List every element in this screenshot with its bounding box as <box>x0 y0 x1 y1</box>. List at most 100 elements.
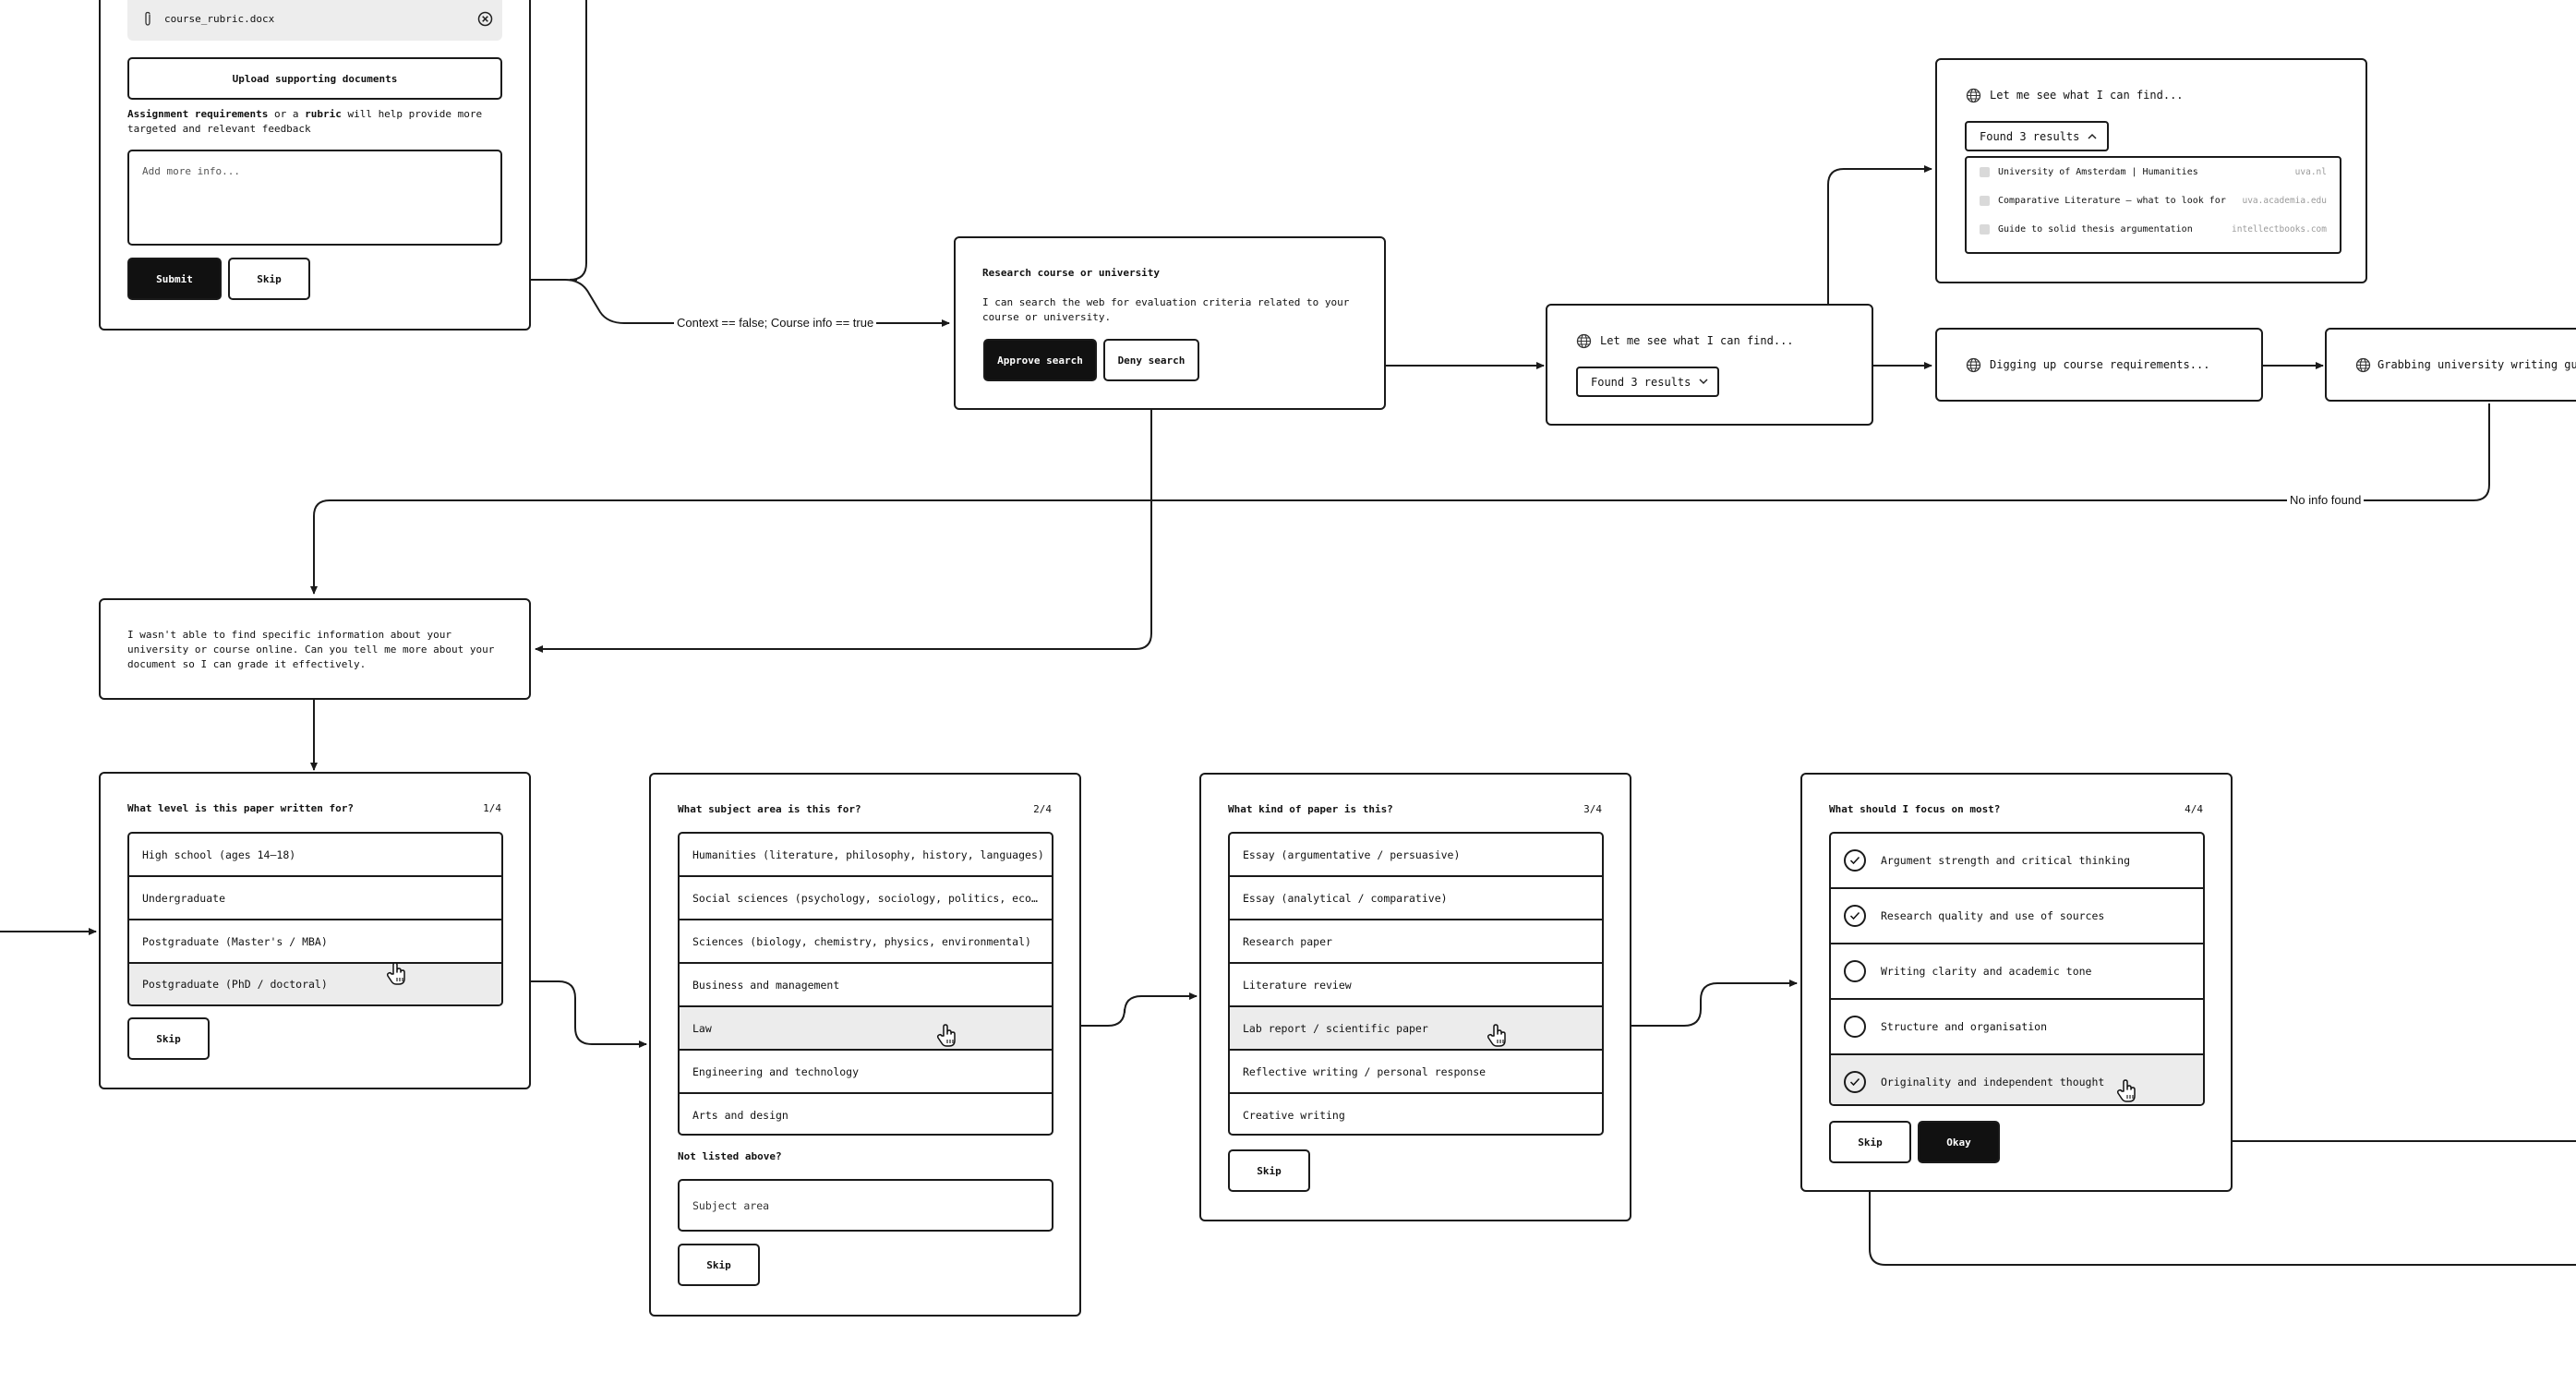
checkbox-unchecked[interactable] <box>1844 1016 1866 1038</box>
focus-option-label: Structure and organisation <box>1881 1020 2048 1033</box>
option-creative[interactable]: Creative writing <box>1243 1108 1345 1122</box>
paperclip-icon <box>145 11 150 26</box>
submit-button[interactable]: Submit <box>127 258 222 300</box>
skip-button[interactable]: Skip <box>127 1017 210 1060</box>
result-title: Guide to solid thesis argumentation <box>1998 224 2193 235</box>
check-icon <box>1849 1077 1860 1086</box>
file-chip: course_rubric.docx <box>127 0 502 41</box>
result-favicon <box>1980 167 1990 177</box>
skip-button[interactable]: Skip <box>678 1244 760 1286</box>
search-expanded-card: Let me see what I can find... Found 3 re… <box>1935 58 2367 283</box>
focus-options: Argument strength and critical thinking … <box>1829 832 2205 1106</box>
subject-area-input[interactable]: Subject area <box>678 1179 1053 1232</box>
okay-button[interactable]: Okay <box>1918 1121 2000 1163</box>
option-arts[interactable]: Arts and design <box>692 1108 788 1122</box>
upload-documents-button[interactable]: Upload supporting documents <box>127 57 502 100</box>
option-masters[interactable]: Postgraduate (Master's / MBA) <box>129 920 501 964</box>
option-phd[interactable]: Postgraduate (PhD / doctoral) <box>129 964 501 1004</box>
checkbox-checked[interactable] <box>1844 1070 1866 1093</box>
research-body: I can search the web for evaluation crit… <box>982 296 1350 323</box>
edge-grabbing-no-info <box>310 403 2490 595</box>
focus-option[interactable]: Writing clarity and academic tone <box>1831 944 2203 1000</box>
result-title: Comparative Literature — what to look fo… <box>1998 196 2226 206</box>
option-undergraduate[interactable]: Undergraduate <box>129 877 501 920</box>
option-literature-review[interactable]: Literature review <box>1230 964 1602 1007</box>
found-results-label: Found 3 results <box>1591 375 1691 389</box>
option-engineering[interactable]: Engineering and technology <box>680 1051 1052 1094</box>
more-info-textarea[interactable]: Add more info... <box>127 150 502 246</box>
hint-connector: or a <box>268 108 306 120</box>
skip-button[interactable]: Skip <box>1228 1149 1310 1192</box>
skip-button[interactable]: Skip <box>1829 1121 1911 1163</box>
hand-pointer-icon <box>2116 1079 2136 1102</box>
step-indicator: 4/4 <box>2185 803 2203 815</box>
focus-option[interactable]: Research quality and use of sources <box>1831 889 2203 944</box>
paper-options: Essay (argumentative / persuasive) Essay… <box>1228 832 1604 1136</box>
hint-rest: will help provide more targeted and rele… <box>127 108 483 135</box>
search-result[interactable]: University of Amsterdam | Humanities uva… <box>1980 167 2327 177</box>
option-sciences[interactable]: Sciences (biology, chemistry, physics, e… <box>680 920 1052 964</box>
not-listed-label: Not listed above? <box>678 1150 782 1162</box>
globe-icon <box>1966 357 1981 373</box>
not-found-message: I wasn't able to find specific informati… <box>127 629 495 670</box>
focus-option-label: Argument strength and critical thinking <box>1881 854 2131 867</box>
checkbox-checked[interactable] <box>1844 905 1866 927</box>
focus-option[interactable]: Argument strength and critical thinking <box>1831 834 2203 889</box>
option-humanities[interactable]: Humanities (literature, philosophy, hist… <box>680 834 1052 877</box>
focus-option[interactable]: Structure and organisation <box>1831 1000 2203 1055</box>
check-icon <box>1849 911 1860 920</box>
focus-option[interactable]: Originality and independent thought <box>1831 1055 2203 1104</box>
approve-search-button[interactable]: Approve search <box>983 339 1097 381</box>
option-high-school[interactable]: High school (ages 14–18) <box>129 834 501 877</box>
close-circle-icon[interactable] <box>477 11 493 27</box>
option-essay-argumentative[interactable]: Essay (argumentative / persuasive) <box>1230 834 1602 877</box>
result-url: uva.academia.edu <box>2242 196 2327 206</box>
edge-subject-to-paper <box>1055 992 1198 1027</box>
option-research-paper[interactable]: Research paper <box>1230 920 1602 964</box>
subject-options: Humanities (literature, philosophy, hist… <box>678 832 1053 1136</box>
grabbing-card: Grabbing university writing guide <box>2325 328 2576 402</box>
found-results-label: Found 3 results <box>1980 129 2080 143</box>
step-indicator: 3/4 <box>1583 803 1602 815</box>
result-url: intellectbooks.com <box>2232 224 2327 235</box>
option-law[interactable]: Law <box>680 1007 1052 1051</box>
search-results-list: University of Amsterdam | Humanities uva… <box>1965 156 2341 254</box>
option-reflective[interactable]: Reflective writing / personal response <box>1230 1051 1602 1094</box>
edge-paper-to-focus <box>1606 980 1798 1027</box>
chevron-up-icon <box>2088 133 2097 139</box>
search-collapsed-card: Let me see what I can find... Found 3 re… <box>1546 304 1873 426</box>
focus-option-label: Research quality and use of sources <box>1881 909 2105 922</box>
skip-button[interactable]: Skip <box>228 258 310 300</box>
level-card: What level is this paper written for? 1/… <box>99 772 531 1089</box>
edge-label-context: Context == false; Course info == true <box>674 316 877 331</box>
hint-requirements: Assignment requirements <box>127 108 269 120</box>
option-lab-report[interactable]: Lab report / scientific paper <box>1230 1007 1602 1051</box>
hint-rubric: rubric <box>305 108 342 120</box>
result-url: uva.nl <box>2294 167 2327 177</box>
search-result[interactable]: Guide to solid thesis argumentation inte… <box>1980 224 2327 235</box>
option-social-sciences[interactable]: Social sciences (psychology, sociology, … <box>680 877 1052 920</box>
upload-card: course_rubric.docx Upload supporting doc… <box>99 0 531 331</box>
deny-search-button[interactable]: Deny search <box>1103 339 1199 381</box>
digging-card: Digging up course requirements... <box>1935 328 2263 402</box>
globe-icon <box>1576 333 1592 349</box>
research-title: Research course or university <box>982 267 1161 279</box>
found-results-toggle[interactable]: Found 3 results <box>1965 121 2109 151</box>
found-results-dropdown[interactable]: Found 3 results <box>1576 367 1719 397</box>
option-essay-analytical[interactable]: Essay (analytical / comparative) <box>1230 877 1602 920</box>
subject-question: What subject area is this for? <box>678 803 861 815</box>
search-status: Let me see what I can find... <box>1990 89 2184 102</box>
checkbox-checked[interactable] <box>1844 849 1866 872</box>
edge-label-no-info: No info found <box>2287 493 2365 508</box>
subject-area-placeholder: Subject area <box>692 1199 770 1212</box>
checkbox-unchecked[interactable] <box>1844 960 1866 982</box>
not-found-card: I wasn't able to find specific informati… <box>99 598 531 700</box>
option-business[interactable]: Business and management <box>680 964 1052 1007</box>
search-result[interactable]: Comparative Literature — what to look fo… <box>1980 196 2327 206</box>
edge-upload-right <box>569 0 587 281</box>
hand-pointer-icon <box>1487 1024 1506 1047</box>
globe-icon <box>1966 88 1981 103</box>
edge-deny-to-notfound <box>535 381 1152 653</box>
grabbing-status: Grabbing university writing guide <box>2377 358 2576 371</box>
